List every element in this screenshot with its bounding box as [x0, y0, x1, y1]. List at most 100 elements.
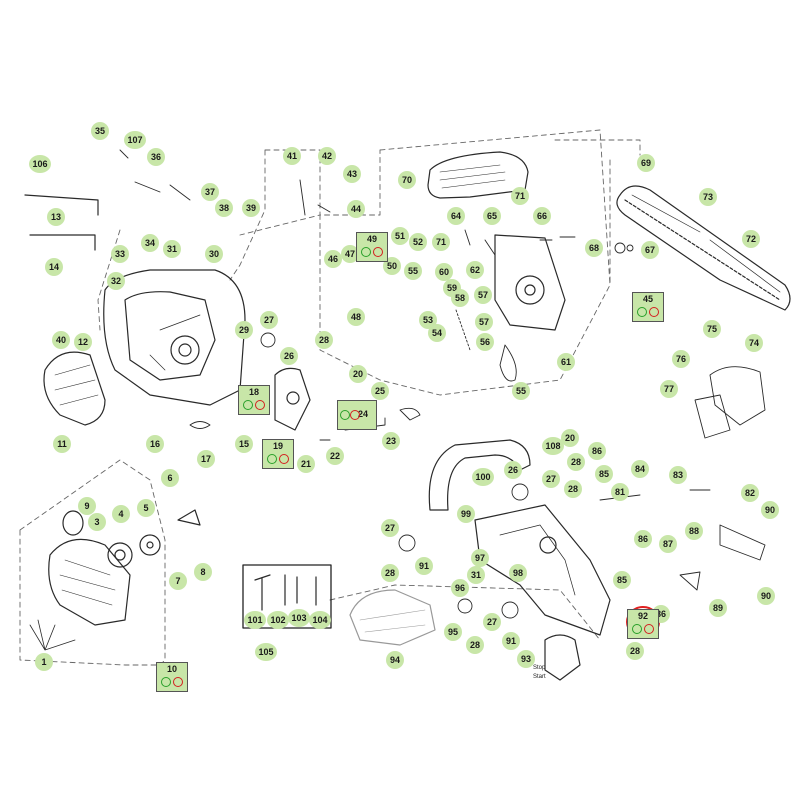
part-label-62: 61 — [557, 353, 575, 371]
part-label-84b: 86 — [634, 530, 652, 548]
green-ring-icon — [637, 307, 647, 317]
group-label-49: 49 — [356, 232, 388, 262]
side-panel — [274, 367, 311, 431]
part-label-54: 54 — [428, 324, 446, 342]
part-label-28b: 28 — [567, 453, 585, 471]
part-label-14: 14 — [45, 258, 63, 276]
part-label-34: 34 — [141, 234, 159, 252]
part-label-36: 36 — [147, 148, 165, 166]
sprocket-cover — [494, 234, 566, 331]
engine-housing — [103, 269, 246, 406]
part-label-69: 68 — [585, 239, 603, 257]
part-label-56: 55 — [512, 382, 530, 400]
part-label-38: 38 — [215, 199, 233, 217]
part-label-81: 83 — [669, 466, 687, 484]
part-label-41: 41 — [283, 147, 301, 165]
part-label-90: 90 — [761, 501, 779, 519]
part-label-20: 20 — [349, 365, 367, 383]
tools-box — [242, 564, 332, 629]
group-number: 19 — [272, 441, 283, 451]
group-number: 49 — [366, 234, 377, 244]
red-ring-icon — [173, 677, 183, 687]
green-ring-icon — [267, 454, 277, 464]
part-label-65: 64 — [447, 207, 465, 225]
part-label-63: 62 — [466, 261, 484, 279]
part-label-43: 43 — [343, 165, 361, 183]
stop-start-marking: Stop Start — [533, 664, 546, 682]
part-1-leader-bracket — [29, 619, 76, 651]
chain-bar-outline — [554, 139, 641, 286]
air-filter-cover — [43, 351, 106, 426]
part-label-35: 35 — [91, 122, 109, 140]
part-label-20b: 20 — [561, 429, 579, 447]
part-label-98: 98 — [509, 564, 527, 582]
part-label-58: 57 — [475, 313, 493, 331]
group-label-92: 92 — [627, 609, 659, 639]
red-ring-icon — [279, 454, 289, 464]
part-label-59: 58 — [451, 289, 469, 307]
red-ring-icon — [644, 624, 654, 634]
part-label-106: 106 — [29, 155, 51, 173]
part-label-4: 4 — [112, 505, 130, 523]
part-label-17: 17 — [197, 450, 215, 468]
part-label-28c: 28 — [564, 480, 582, 498]
group-label-18: 18 — [238, 385, 270, 415]
red-ring-icon — [649, 307, 659, 317]
part-label-76: 75 — [703, 320, 721, 338]
group-label-19: 19 — [262, 439, 294, 469]
part-label-55: 55 — [404, 262, 422, 280]
part-label-100: 100 — [472, 468, 494, 486]
upper-right-group-outline — [319, 129, 611, 396]
part-label-22: 22 — [326, 447, 344, 465]
part-label-46: 46 — [324, 250, 342, 268]
part-label-27b: 27 — [542, 470, 560, 488]
guide-bar-and-chain — [616, 185, 791, 311]
part-label-93: 93 — [517, 650, 535, 668]
part-label-47: 47 — [341, 245, 359, 263]
red-ring-icon — [255, 400, 265, 410]
part-label-67: 66 — [533, 207, 551, 225]
part-label-42: 42 — [318, 147, 336, 165]
recoil-starter — [48, 509, 201, 626]
part-label-108: 108 — [542, 437, 564, 455]
part-label-84: 86 — [588, 442, 606, 460]
part-label-31: 31 — [163, 240, 181, 258]
part-13-leader-bracket — [24, 194, 99, 251]
red-ring-icon — [373, 247, 383, 257]
part-label-12: 12 — [74, 333, 92, 351]
green-ring-icon — [361, 247, 371, 257]
rear-handle-body — [474, 504, 611, 681]
group-number: 92 — [637, 611, 648, 621]
part-label-94: 94 — [386, 651, 404, 669]
stop-text: Stop — [533, 665, 546, 671]
small-hardware — [119, 149, 766, 619]
part-label-83b: 85 — [595, 465, 613, 483]
part-label-37: 37 — [201, 183, 219, 201]
part-label-21: 21 — [297, 455, 315, 473]
part-label-103: 103 — [288, 609, 310, 627]
part-label-101: 101 — [244, 611, 266, 629]
green-ring-icon — [340, 410, 350, 420]
recoil-starter-outline — [19, 459, 166, 666]
part-label-68: 67 — [641, 241, 659, 259]
part-label-32: 32 — [107, 272, 125, 290]
main-housing-outline — [97, 149, 321, 331]
group-number: 10 — [166, 664, 177, 674]
part-label-99: 99 — [457, 505, 475, 523]
part-label-86: 87 — [659, 535, 677, 553]
part-label-96: 96 — [451, 579, 469, 597]
part-label-7: 7 — [169, 572, 187, 590]
part-label-29: 29 — [235, 321, 253, 339]
green-ring-icon — [243, 400, 253, 410]
part-label-87: 89 — [709, 599, 727, 617]
part-label-105: 105 — [255, 643, 277, 661]
part-label-97: 97 — [471, 549, 489, 567]
part-label-3: 3 — [88, 513, 106, 531]
part-label-52: 52 — [409, 233, 427, 251]
part-label-30: 30 — [205, 245, 223, 263]
clutch-cover — [427, 151, 529, 199]
part-label-8: 8 — [194, 563, 212, 581]
group-number: 45 — [642, 294, 653, 304]
red-ring-icon — [350, 410, 360, 420]
